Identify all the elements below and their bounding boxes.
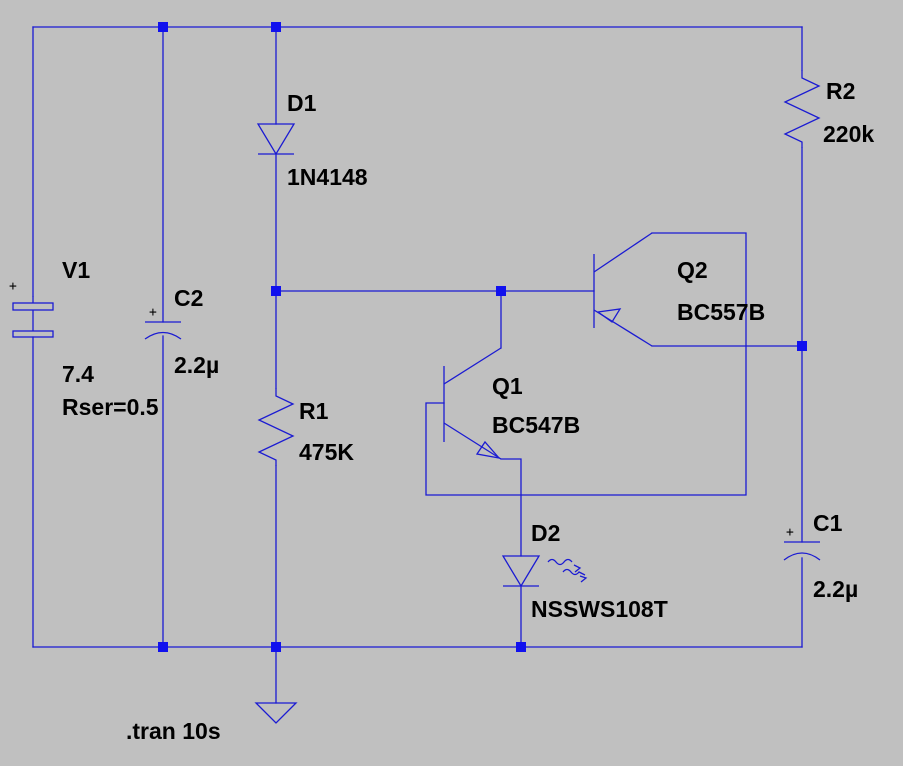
junctions <box>158 22 807 652</box>
junction-dot <box>271 22 281 32</box>
c2-value-label: 2.2µ <box>174 352 219 378</box>
v1-value-label: 7.4 <box>62 361 94 387</box>
r1-ref-label: R1 <box>299 398 329 424</box>
light-emission-icon <box>547 558 588 583</box>
transistor-q1[interactable] <box>443 347 502 460</box>
r1-value-label: 475K <box>299 439 354 465</box>
q1-value-label: BC547B <box>492 412 580 438</box>
battery-v1[interactable]: + <box>9 279 54 338</box>
spice-directive[interactable]: .tran 10s <box>126 718 221 744</box>
c2-polarity-mark: + <box>149 305 157 320</box>
resistor-r2[interactable] <box>783 70 821 148</box>
c1-value-label: 2.2µ <box>813 576 858 602</box>
transistor-q2[interactable] <box>593 232 653 347</box>
r2-value-label: 220k <box>823 121 874 147</box>
v1-ref-label: V1 <box>62 257 90 283</box>
v1-polarity-mark: + <box>9 279 17 294</box>
junction-dot <box>496 286 506 296</box>
labels: V1 7.4 Rser=0.5 C2 2.2µ D1 1N4148 R1 475… <box>62 78 874 744</box>
ground-icon[interactable] <box>254 702 298 724</box>
led-d2[interactable] <box>501 555 588 588</box>
junction-dot <box>158 642 168 652</box>
junction-dot <box>158 22 168 32</box>
r2-ref-label: R2 <box>826 78 855 104</box>
c2-ref-label: C2 <box>174 285 203 311</box>
wires <box>32 26 803 704</box>
v1-param-label: Rser=0.5 <box>62 394 159 420</box>
resistor-r1[interactable] <box>257 388 295 466</box>
q2-value-label: BC557B <box>677 299 765 325</box>
wire-feedback-loop[interactable] <box>425 232 747 496</box>
d2-ref-label: D2 <box>531 520 560 546</box>
capacitor-c1[interactable]: + <box>783 525 821 561</box>
diode-d1[interactable] <box>256 123 296 156</box>
c1-polarity-mark: + <box>786 525 794 540</box>
d2-value-label: NSSWS108T <box>531 596 668 622</box>
junction-dot <box>797 341 807 351</box>
junction-dot <box>516 642 526 652</box>
junction-dot <box>271 642 281 652</box>
d1-ref-label: D1 <box>287 90 317 116</box>
c1-ref-label: C1 <box>813 510 843 536</box>
capacitor-c2[interactable]: + <box>144 305 182 340</box>
wire-q1-emitter[interactable] <box>500 458 522 557</box>
q2-ref-label: Q2 <box>677 257 708 283</box>
d1-value-label: 1N4148 <box>287 164 368 190</box>
junction-dot <box>271 286 281 296</box>
q1-ref-label: Q1 <box>492 373 523 399</box>
